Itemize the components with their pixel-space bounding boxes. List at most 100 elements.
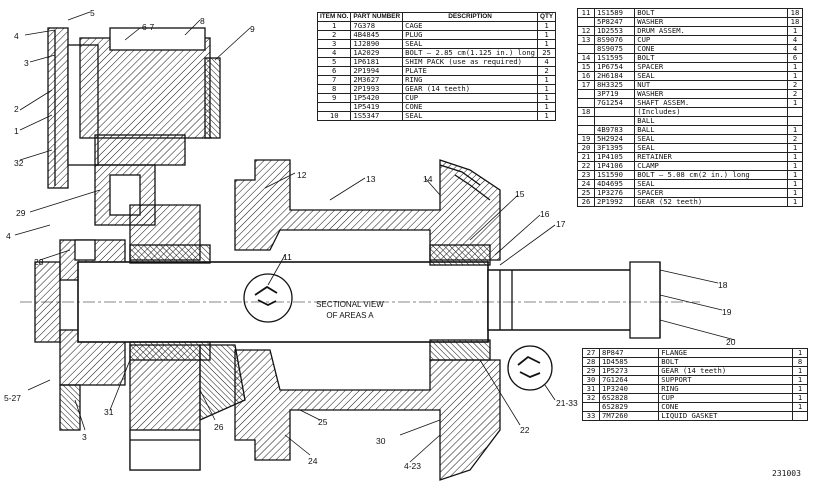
cell-qty [792, 411, 808, 421]
cell-part: 7M7260 [598, 411, 660, 421]
cell-desc: BOLT [634, 53, 788, 63]
cell-qty: 1 [787, 125, 803, 135]
cell-qty: 1 [536, 102, 557, 112]
cell-part: 5H2924 [593, 134, 636, 144]
cell-item: 18 [577, 107, 595, 117]
cell-qty: 2 [787, 134, 803, 144]
cell-item: 21 [577, 152, 595, 162]
cell-desc: BALL [634, 116, 788, 126]
cell-desc: PLATE [402, 66, 538, 76]
cell-qty: 4 [536, 57, 557, 67]
cell-desc: BOLT [658, 357, 793, 367]
cell-part: 8H3325 [593, 80, 636, 90]
cell-qty: 2 [787, 89, 803, 99]
leader-lines [14, 11, 736, 463]
cell-qty: 1 [787, 26, 803, 36]
cell-qty: 1 [787, 62, 803, 72]
cell-item: 27 [582, 348, 600, 358]
callout-label: 18 [718, 280, 728, 290]
cell-item: 8 [316, 84, 352, 94]
cell-item: 12 [577, 26, 595, 36]
cell-desc: GEAR (14 teeth) [402, 84, 538, 94]
figure-number: 231003 [772, 469, 801, 478]
cell-part: 8S9075 [593, 44, 636, 54]
callout-label: 16 [540, 209, 550, 219]
callout-label: 13 [366, 174, 376, 184]
cell-qty: 1 [536, 30, 557, 40]
cell-desc: CLAMP [634, 161, 788, 171]
cell-part: 4B9783 [593, 125, 636, 135]
cell-item: 1 [316, 21, 352, 31]
cell-desc: BOLT — 2.85 cm(1.125 in.) long [402, 48, 538, 58]
callout-label: 24 [308, 456, 318, 466]
cell-part: 1S1590 [593, 170, 636, 180]
cell-qty: 1 [536, 21, 557, 31]
caption-line-1: SECTIONAL VIEW [316, 300, 384, 309]
callout-label: 26 [214, 422, 224, 432]
upper-pinion-cage [47, 27, 221, 226]
cell-part: 2P1993 [350, 84, 404, 94]
cell-item: 19 [577, 134, 595, 144]
cell-part: 7G378 [350, 21, 404, 31]
cell-qty: 1 [792, 366, 808, 376]
cell-qty: 1 [792, 348, 808, 358]
cell-desc: SEAL [634, 143, 788, 153]
cell-part: 1D4585 [598, 357, 660, 367]
cell-desc: DRUM ASSEM. [634, 26, 788, 36]
cell-part: 1P5273 [598, 366, 660, 376]
cell-desc: SEAL [634, 71, 788, 81]
cell-qty: 1 [792, 402, 808, 412]
cell-desc: GEAR (52 teeth) [634, 197, 788, 207]
cell-qty: 1 [536, 75, 557, 85]
cell-part: 1P6754 [593, 62, 636, 72]
cell-part: 1P4106 [593, 161, 636, 171]
header-qty: QTY [536, 12, 557, 22]
cell-desc: CONE [402, 102, 538, 112]
callout-label: 29 [16, 208, 26, 218]
cell-desc: CONE [634, 44, 788, 54]
cell-part: 2M3627 [350, 75, 404, 85]
callout-label: 1 [14, 126, 19, 136]
cell-part: 6S2829 [598, 402, 660, 412]
cell-desc: BALL [634, 125, 788, 135]
cell-item: 25 [577, 188, 595, 198]
cell-part: 1P5419 [350, 102, 404, 112]
cell-item: 3 [316, 39, 352, 49]
cell-qty: 1 [536, 84, 557, 94]
cell-desc: BOLT [634, 8, 788, 18]
cell-item: 22 [577, 161, 595, 171]
cell-qty: 1 [787, 71, 803, 81]
callout-label: 12 [297, 170, 307, 180]
cell-qty: 18 [787, 8, 803, 18]
cell-desc: CAGE [402, 21, 538, 31]
cell-part: 3F1395 [593, 143, 636, 153]
cell-part: 2P1994 [350, 66, 404, 76]
callout-label: 5 [90, 8, 95, 18]
cell-item: 10 [316, 111, 352, 121]
cell-desc: CUP [402, 93, 538, 103]
callout-label: 30 [376, 436, 386, 446]
cell-desc: NUT [634, 80, 788, 90]
cell-desc: RING [402, 75, 538, 85]
cell-item: 6 [316, 66, 352, 76]
header-description: DESCRIPTION [402, 12, 538, 22]
callout-label: 3 [24, 58, 29, 68]
cell-part: 1P4105 [593, 152, 636, 162]
callout-label: 11 [283, 252, 292, 262]
cell-desc: PLUG [402, 30, 538, 40]
callout-label: 8 [200, 16, 205, 26]
cell-item: 30 [582, 375, 600, 385]
